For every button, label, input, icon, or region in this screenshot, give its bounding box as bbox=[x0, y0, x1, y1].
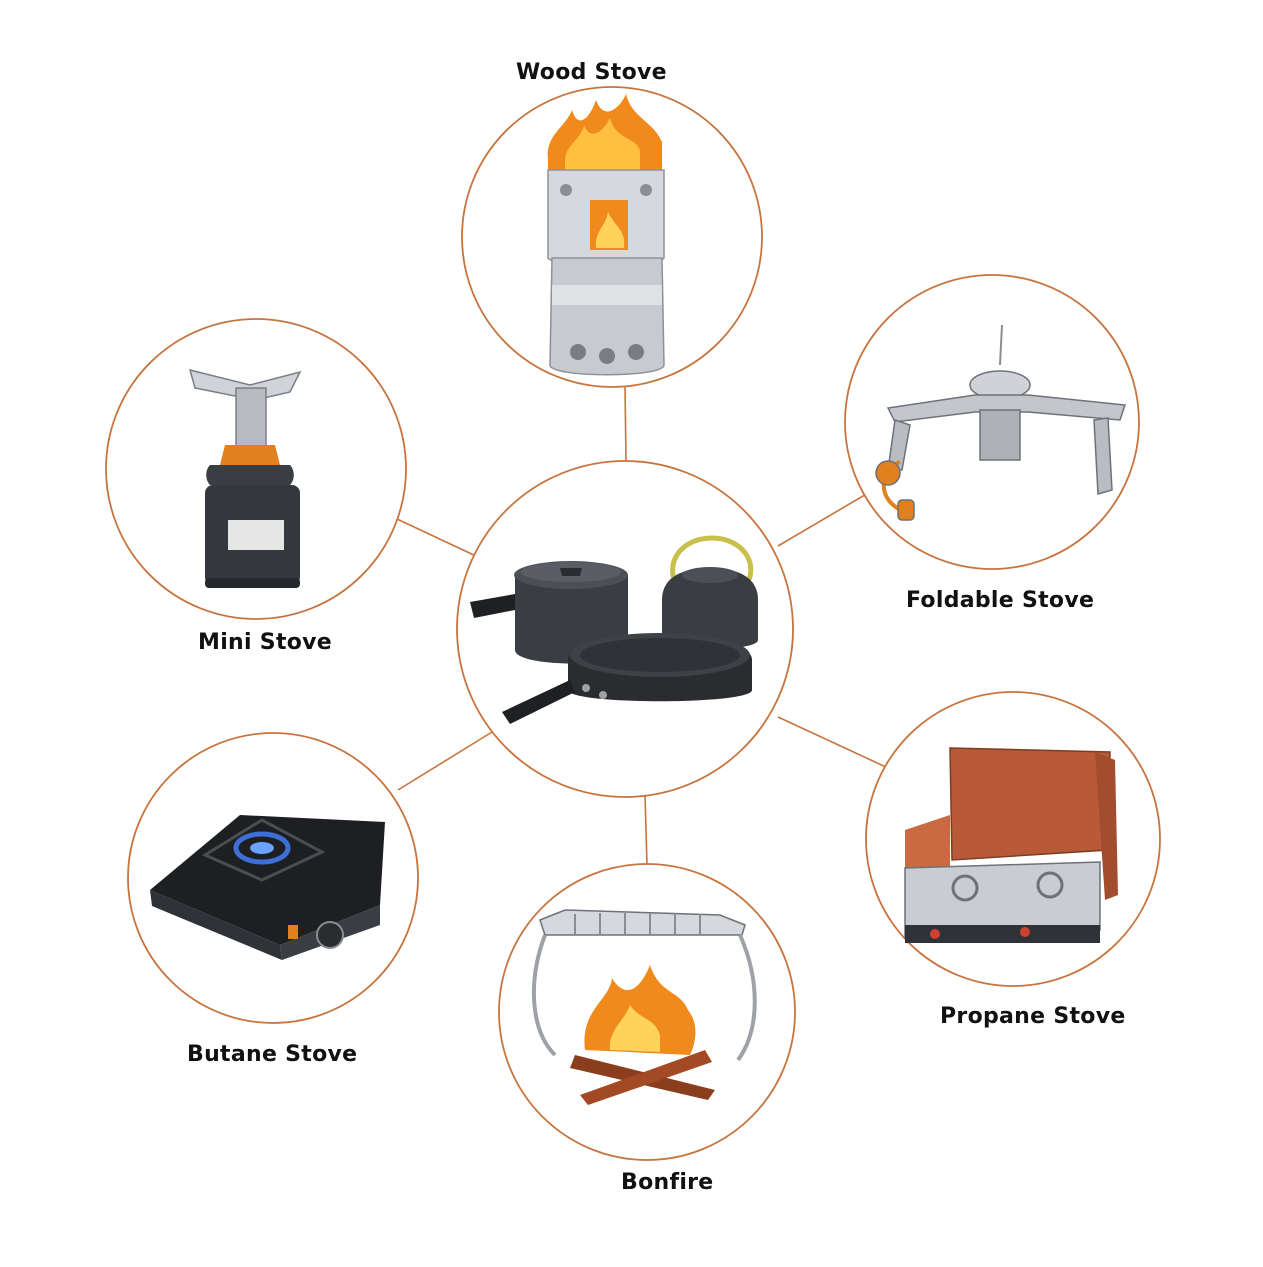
label-foldable-stove: Foldable Stove bbox=[906, 588, 1095, 613]
label-mini-stove: Mini Stove bbox=[198, 630, 333, 655]
propane-stove-icon bbox=[904, 747, 1118, 943]
connector-wood-stove bbox=[624, 384, 627, 462]
label-bonfire: Bonfire bbox=[621, 1170, 714, 1195]
wood-stove-icon bbox=[547, 94, 665, 376]
connector-mini-stove bbox=[396, 518, 479, 558]
connector-bonfire bbox=[644, 794, 648, 866]
label-butane-stove: Butane Stove bbox=[187, 1042, 358, 1067]
connector-foldable-stove bbox=[777, 485, 881, 547]
connector-butane-stove bbox=[397, 731, 493, 791]
label-propane-stove: Propane Stove bbox=[940, 1004, 1126, 1029]
foldable-stove-icon bbox=[875, 324, 1127, 521]
butane-stove-icon bbox=[150, 815, 385, 960]
connectors bbox=[396, 384, 889, 866]
label-wood-stove: Wood Stove bbox=[516, 60, 667, 85]
mini-stove-icon bbox=[188, 368, 302, 588]
connector-propane-stove bbox=[777, 716, 889, 769]
pot-pan-kettle-icon bbox=[470, 535, 758, 724]
bonfire-icon bbox=[531, 909, 757, 1105]
